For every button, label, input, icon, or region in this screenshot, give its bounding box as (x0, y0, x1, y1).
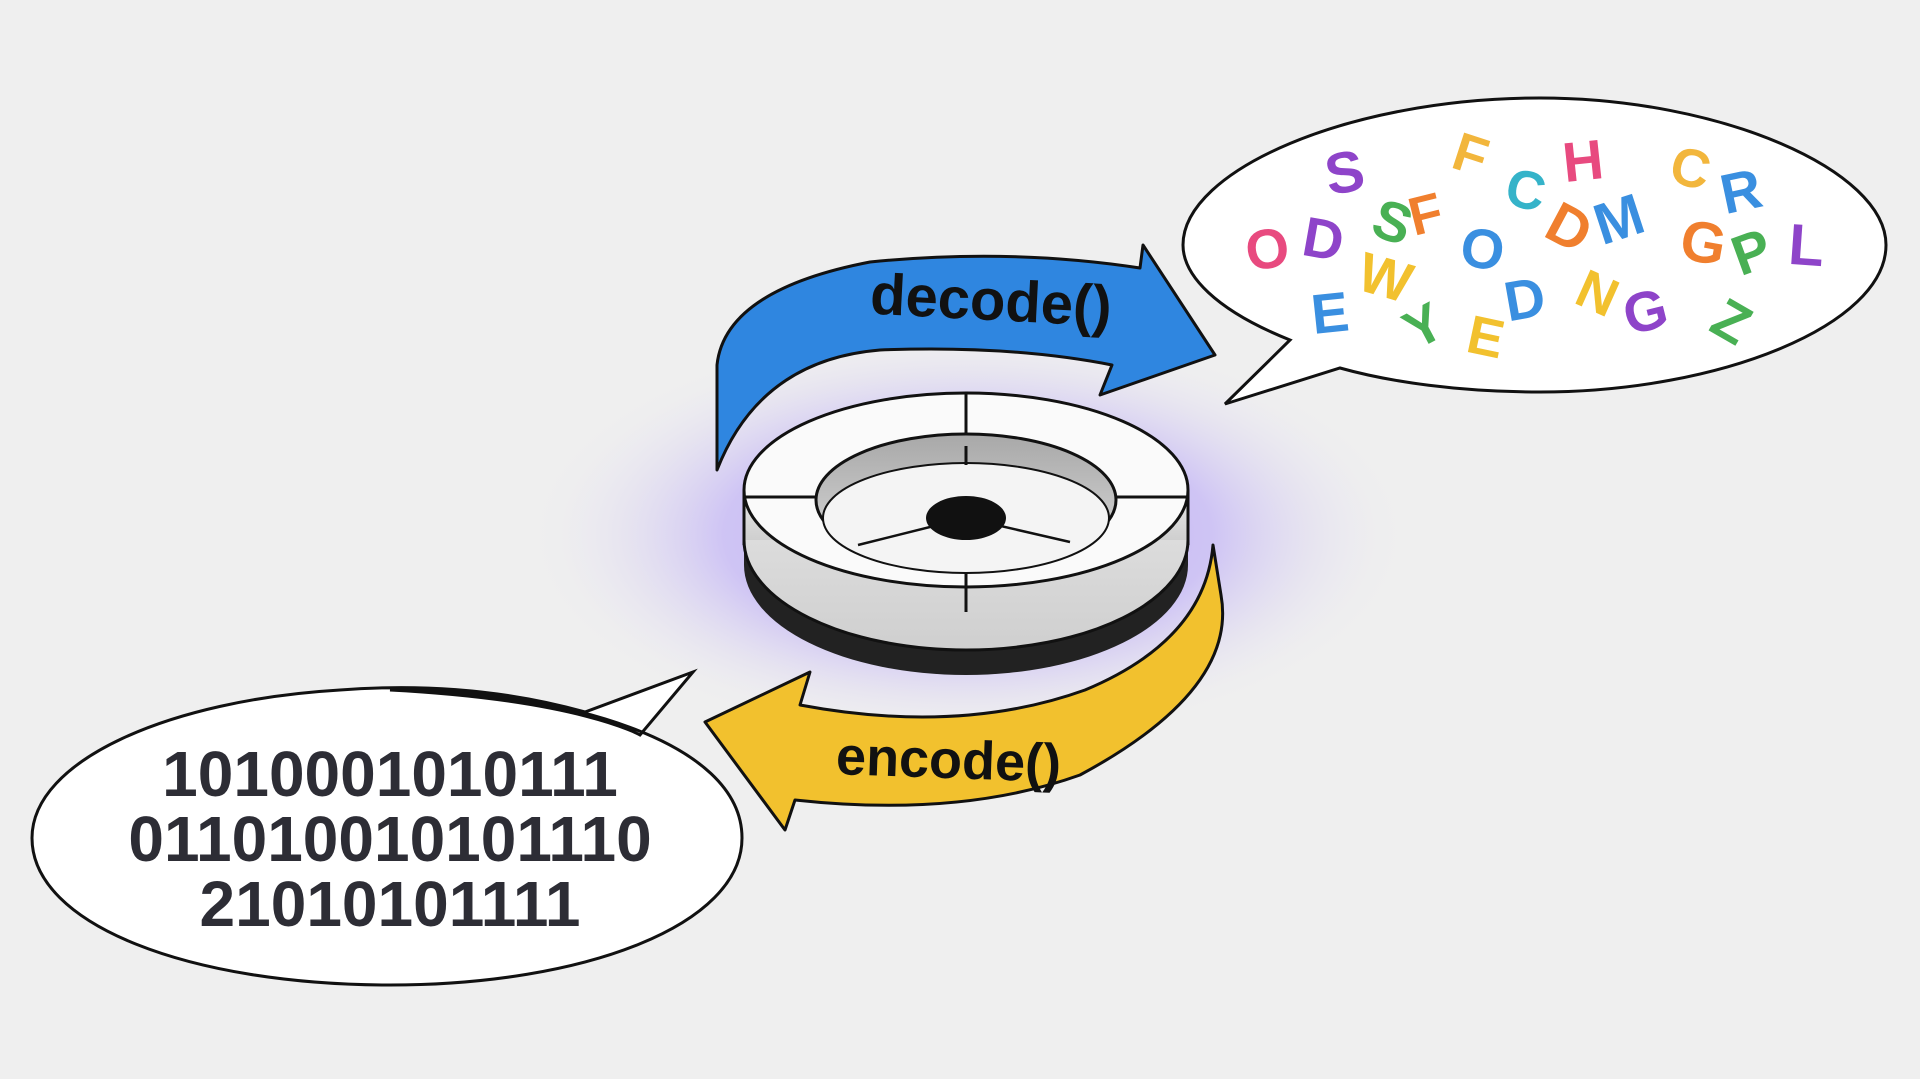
encode-label: encode() (835, 726, 1062, 794)
letter-6: O (1241, 214, 1293, 282)
binary-line-3: 21010101111 (200, 868, 581, 940)
binary-speech-bubble: 1010001010111 011010010101110 2101010111… (30, 668, 744, 987)
decode-label: decode() (869, 262, 1114, 340)
decode-arrow: decode() (715, 243, 1217, 472)
encode-arrow: encode() (703, 543, 1225, 832)
binary-line-2: 011010010101110 (128, 803, 651, 875)
letter-16: E (1308, 279, 1352, 346)
letter-13: G (1676, 207, 1732, 279)
letter-15: L (1786, 212, 1826, 279)
binary-line-1: 1010001010111 (162, 738, 618, 810)
letter-3: H (1560, 127, 1607, 194)
disc-hub (926, 496, 1006, 540)
codec-disc (742, 391, 1190, 675)
letter-10: O (1457, 214, 1509, 282)
